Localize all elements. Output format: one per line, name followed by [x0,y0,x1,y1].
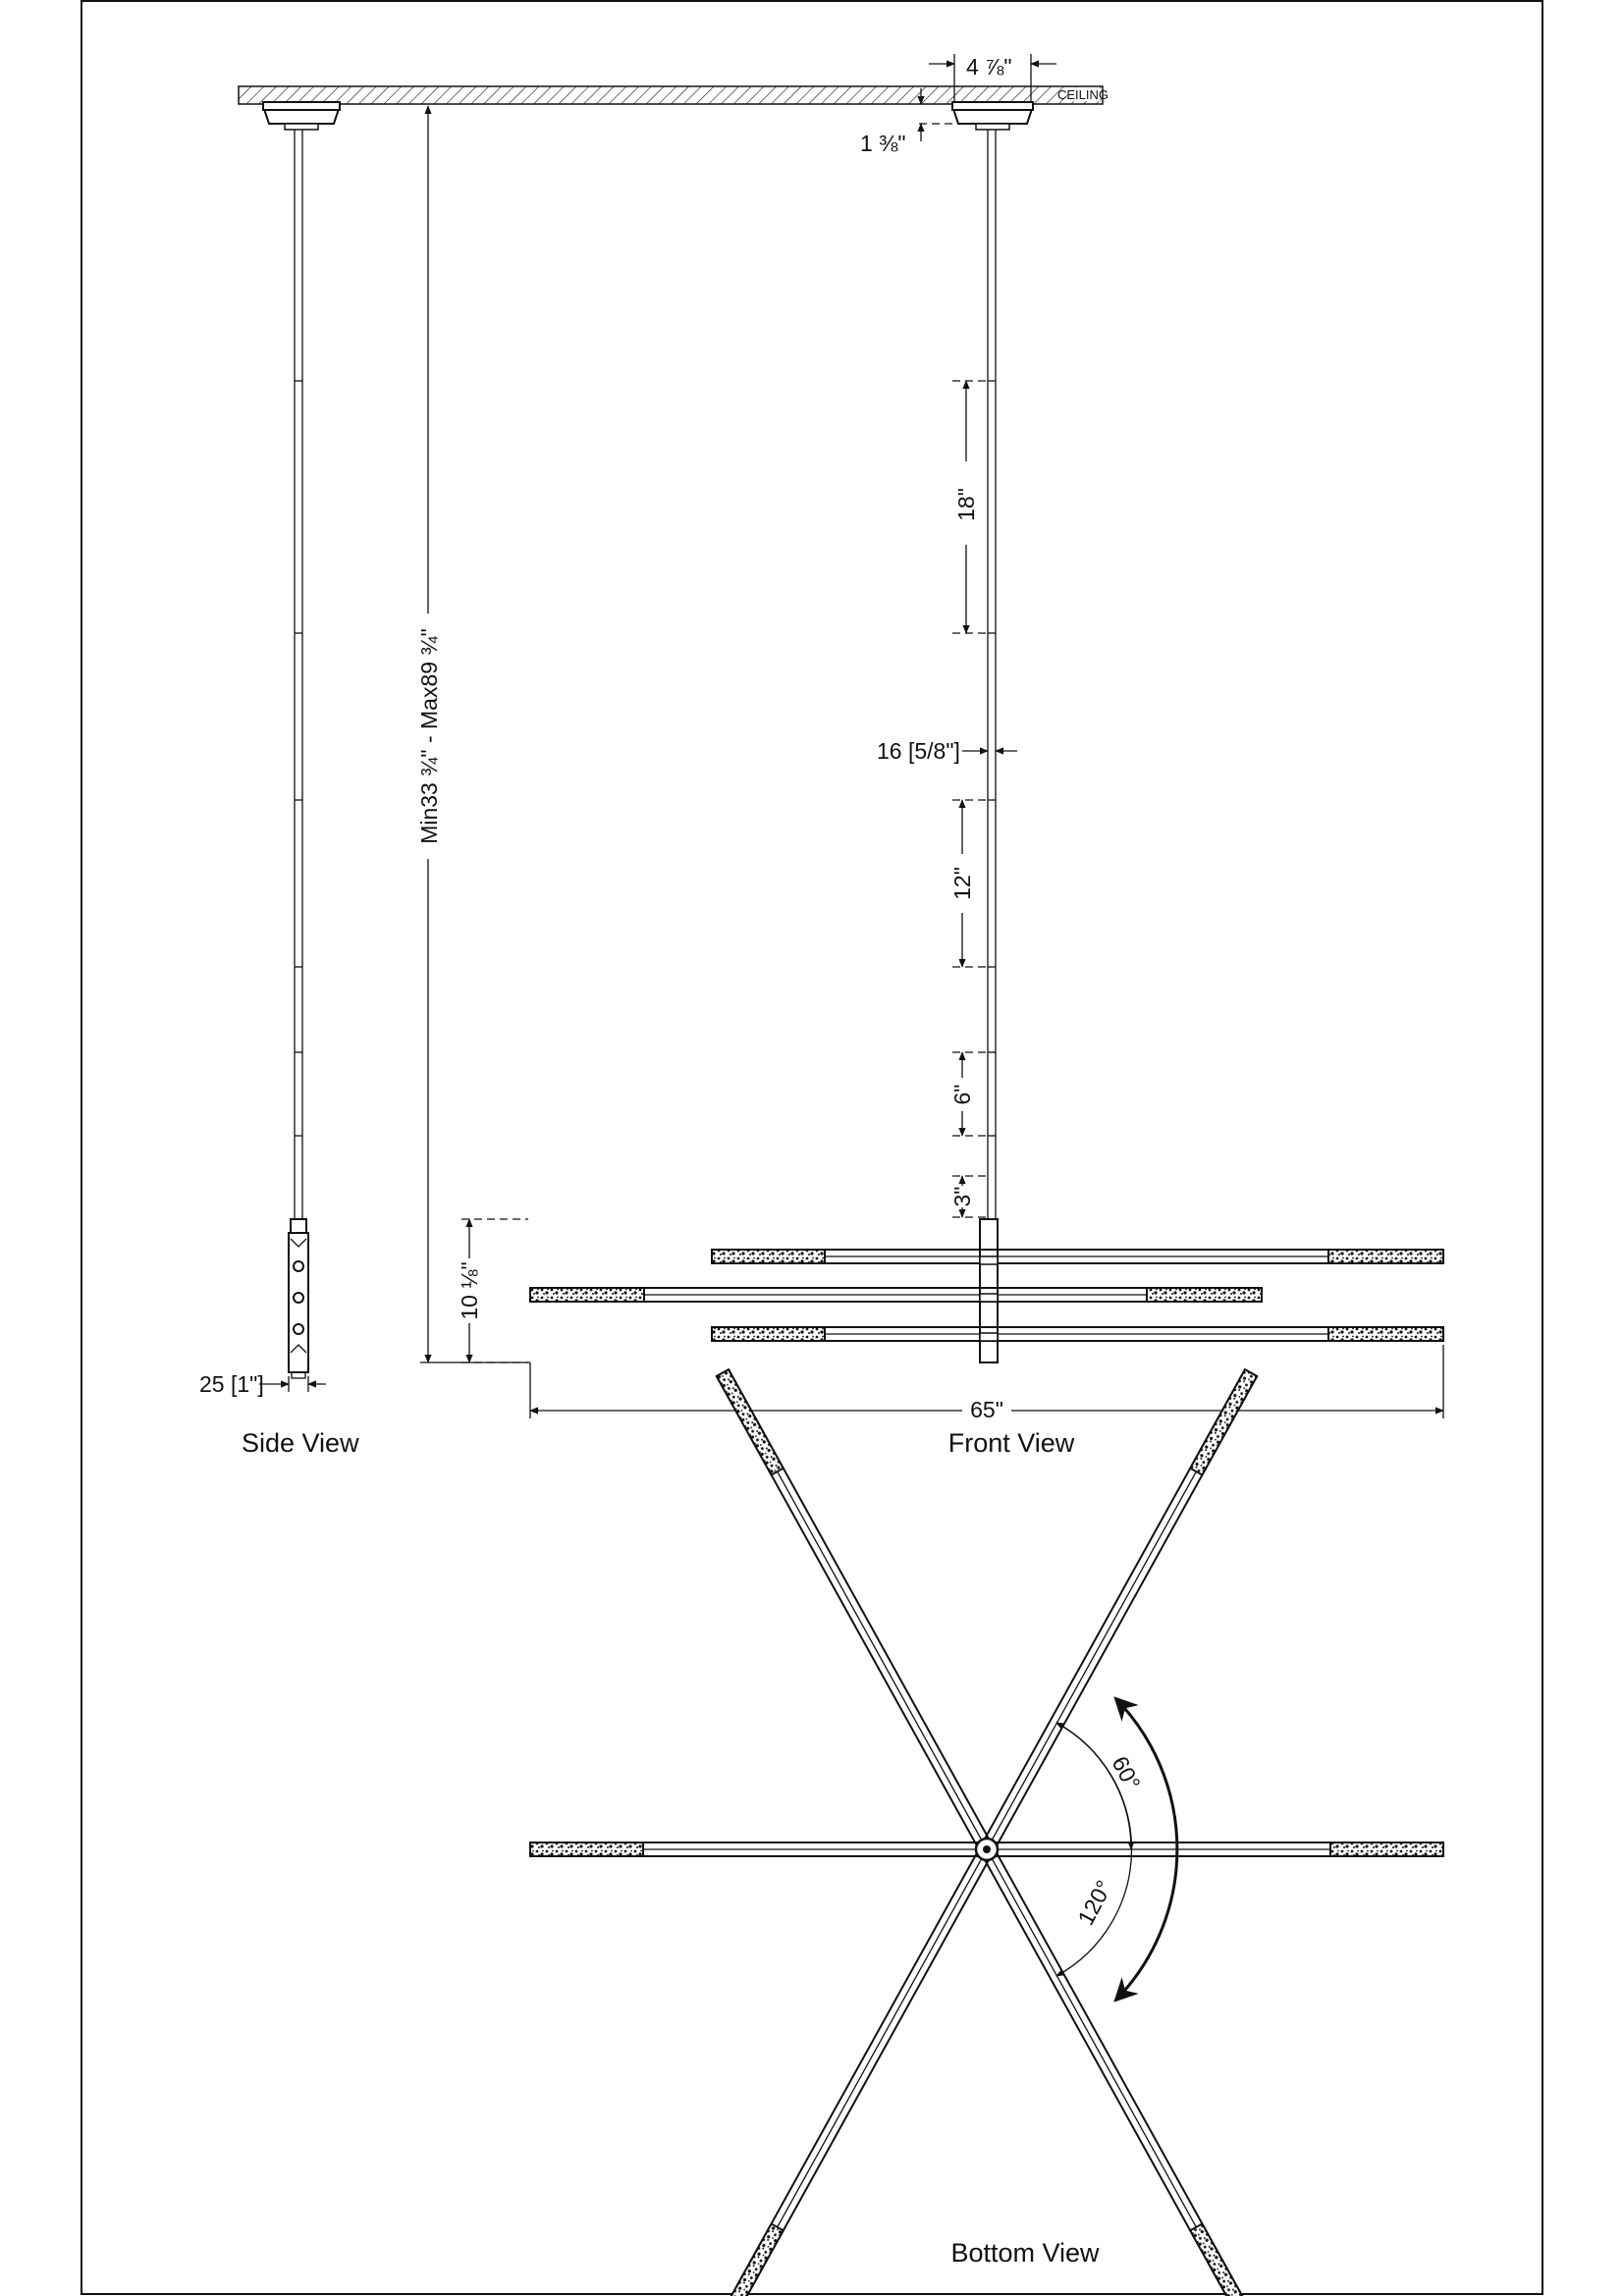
bottom-view-title: Bottom View [950,2238,1100,2268]
body-height-dimension: 10 ⅛" [457,1261,482,1319]
angle-60-label: 60° [1107,1752,1145,1794]
front-view-title: Front View [948,1428,1075,1458]
front-view: 4 ⅞" 1 ⅜" 18" 16 [5/8"] 12" [457,54,1444,1458]
stem-18-dimension: 18" [953,488,979,521]
stem-12-dimension: 12" [949,867,975,900]
front-bar-bottom [711,1326,1444,1342]
overall-height-label: Min33 ¾" - Max89 ¾" [416,628,442,844]
ceiling: CEILING [238,85,1109,105]
stem-6-dimension: 6" [949,1085,975,1105]
stem-3-dimension: 3" [949,1187,975,1207]
stem-diameter-dimension: 16 [5/8"] [877,738,960,764]
ceiling-label: CEILING [1057,87,1109,102]
front-bar-top [711,1249,1444,1264]
front-bar-middle [529,1287,1263,1303]
side-view: 25 [1"] Side View [199,101,359,1458]
page-border [81,0,1543,2295]
canopy-height-dimension: 1 ⅜" [860,131,906,156]
overall-height-dimension: Min33 ¾" - Max89 ¾" [410,105,530,1363]
overall-width-dimension: 65" [970,1397,1003,1422]
canopy-width-dimension: 4 ⅞" [966,54,1012,80]
side-depth-dimension: 25 [1"] [199,1371,264,1397]
bottom-view: 60° 120° Bottom View [529,1367,1444,2296]
side-view-title: Side View [242,1428,359,1458]
angle-120-label: 120° [1072,1876,1116,1929]
